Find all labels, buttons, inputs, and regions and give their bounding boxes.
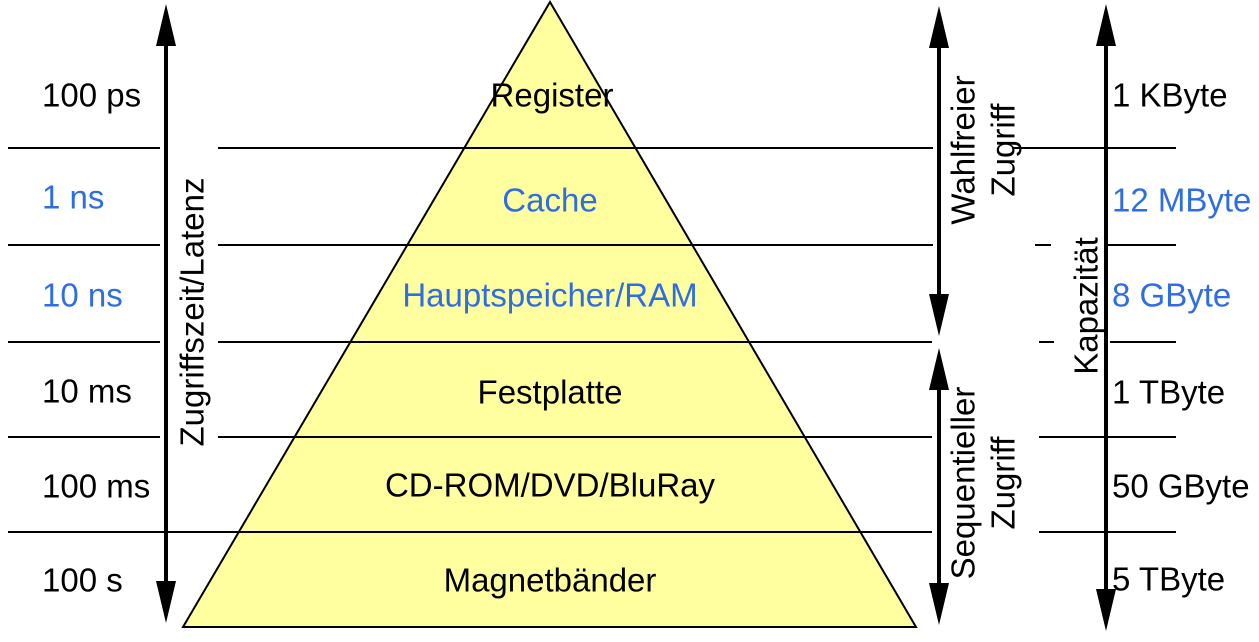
access-type-labels: Wahlfreier Zugriff Sequentieller Zugriff [945, 75, 1022, 579]
capacity-value: 1 KByte [1112, 77, 1228, 114]
latency-value: 10 ms [42, 373, 132, 410]
latency-value: 100 s [42, 562, 123, 599]
latency-values: 100 ps 1 ns 10 ns 10 ms 100 ms 100 s [42, 77, 150, 599]
random-access-label-line2: Zugriff [985, 103, 1022, 197]
pyramid-level-label: Cache [502, 182, 597, 219]
arrow-down-icon [1096, 589, 1116, 631]
arrow-down-icon [929, 294, 949, 336]
arrow-up-icon [929, 6, 949, 48]
random-access-label-line1: Wahlfreier [945, 75, 982, 224]
pyramid-level-label: Festplatte [478, 374, 623, 411]
latency-axis-label: Zugriffszeit/Latenz [174, 177, 211, 446]
capacity-value: 12 MByte [1112, 182, 1251, 219]
latency-axis-arrow [156, 4, 176, 623]
arrow-up-icon [156, 4, 176, 46]
random-access-arrow [929, 6, 949, 336]
capacity-values: 1 KByte 12 MByte 8 GByte 1 TByte 50 GByt… [1112, 77, 1251, 598]
pyramid-level-label: Register [491, 77, 614, 114]
capacity-value: 1 TByte [1112, 374, 1225, 411]
arrow-up-icon [1096, 4, 1116, 46]
capacity-value: 50 GByte [1112, 468, 1250, 505]
arrow-up-icon [929, 348, 949, 390]
pyramid-level-label: Hauptspeicher/RAM [402, 277, 697, 314]
sequential-access-arrow [929, 348, 949, 625]
pyramid-level-label: CD-ROM/DVD/BluRay [385, 467, 716, 504]
latency-value: 10 ns [42, 277, 123, 314]
pyramid-triangle [181, 0, 918, 628]
arrow-down-icon [929, 583, 949, 625]
capacity-value: 8 GByte [1112, 277, 1231, 314]
latency-value: 1 ns [42, 179, 104, 216]
latency-value: 100 ms [42, 468, 150, 505]
pyramid-level-label: Magnetbänder [444, 562, 657, 599]
pyramid-shape [181, 0, 918, 628]
arrow-down-icon [156, 581, 176, 623]
sequential-access-label-line1: Sequentieller [945, 387, 982, 580]
latency-value: 100 ps [42, 77, 141, 114]
capacity-value: 5 TByte [1112, 561, 1225, 598]
capacity-axis-arrow [1096, 4, 1116, 631]
pyramid-level-labels: Register Cache Hauptspeicher/RAM Festpla… [385, 77, 716, 599]
sequential-access-label-line2: Zugriff [985, 436, 1022, 530]
capacity-axis-label: Kapazität [1068, 237, 1105, 375]
